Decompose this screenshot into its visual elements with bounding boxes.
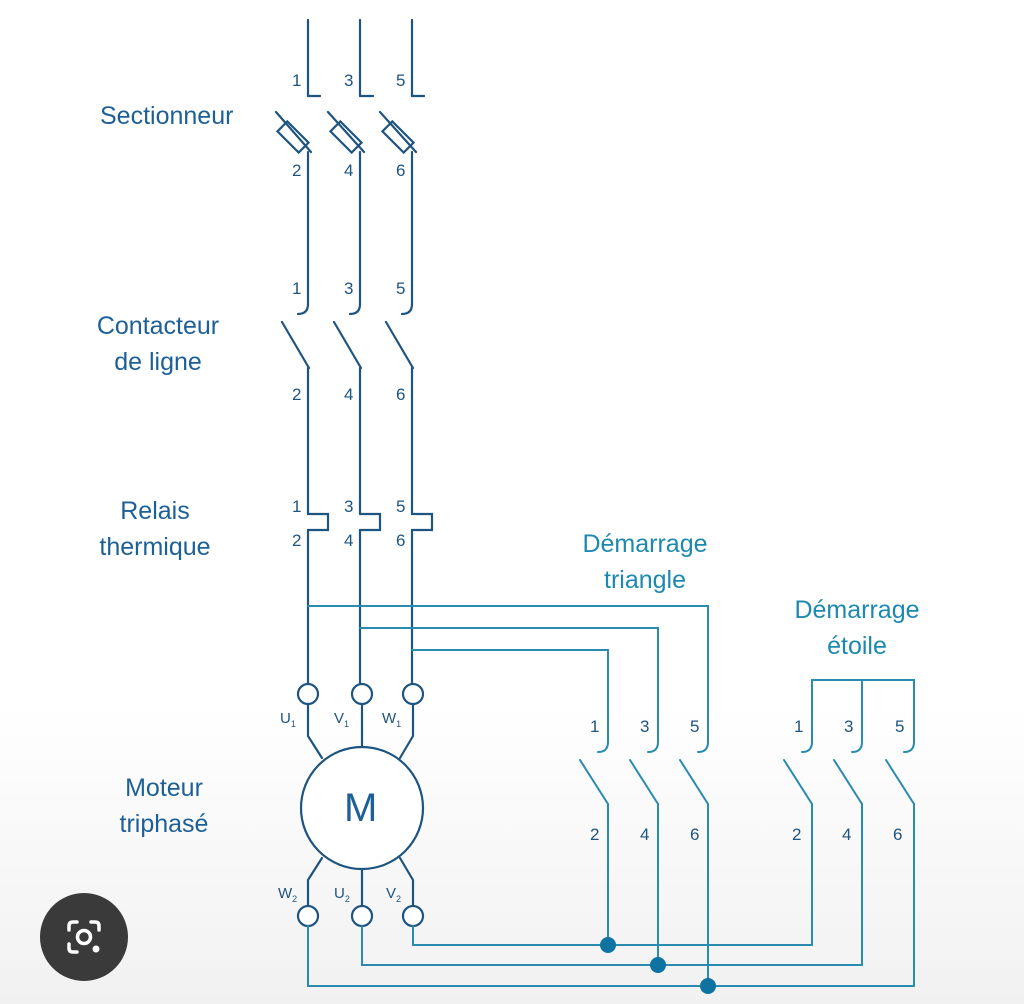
label-triangle-line2: triangle xyxy=(604,566,686,595)
label-relais: Relais thermique xyxy=(94,493,216,566)
tri-bottom-4: 4 xyxy=(640,825,650,844)
sect-top-1: 1 xyxy=(292,71,302,90)
sect-bottom-4: 4 xyxy=(344,161,354,180)
tri-top-1: 1 xyxy=(590,717,600,736)
label-moteur-line1: Moteur xyxy=(125,774,203,802)
cont-bottom-6: 6 xyxy=(396,385,406,404)
label-contacteur: Contacteur de ligne xyxy=(94,308,222,381)
star-bottom-6: 6 xyxy=(893,825,903,844)
junction-dot xyxy=(700,978,716,994)
star-top-5: 5 xyxy=(895,717,905,736)
star-top-3: 3 xyxy=(844,717,854,736)
sect-bottom-2: 2 xyxy=(292,161,302,180)
tri-top-5: 5 xyxy=(690,717,700,736)
label-sectionneur: Sectionneur xyxy=(100,102,234,130)
terminal-w2: W2 xyxy=(278,885,298,904)
sect-top-5: 5 xyxy=(396,71,406,90)
cont-top-3: 3 xyxy=(344,279,354,298)
cont-bottom-2: 2 xyxy=(292,385,302,404)
junction-dots xyxy=(600,937,716,994)
relay-top-3: 3 xyxy=(344,497,354,516)
lens-camera-icon xyxy=(67,920,101,954)
label-relais-line1: Relais xyxy=(120,497,190,525)
relay-bottom-4: 4 xyxy=(344,531,354,550)
terminal-u1: U1 xyxy=(280,710,296,729)
sect-top-3: 3 xyxy=(344,71,354,90)
cont-top-5: 5 xyxy=(396,279,406,298)
tri-bottom-6: 6 xyxy=(690,825,700,844)
terminal-v1: V1 xyxy=(334,710,350,729)
label-etoile-line2: étoile xyxy=(827,632,887,661)
tri-top-3: 3 xyxy=(640,717,650,736)
lens-search-button[interactable] xyxy=(40,893,128,981)
label-triangle-line1: Démarrage xyxy=(582,530,708,558)
label-contacteur-line1: Contacteur xyxy=(96,312,220,340)
star-bottom-4: 4 xyxy=(842,825,852,844)
label-moteur-line2: triphasé xyxy=(119,810,209,839)
relay-top-5: 5 xyxy=(396,497,406,516)
label-contacteur-line2: de ligne xyxy=(114,348,202,377)
star-top-1: 1 xyxy=(794,717,804,736)
label-demarrage-etoile: Démarrage étoile xyxy=(786,592,928,665)
junction-dot xyxy=(650,957,666,973)
cont-top-1: 1 xyxy=(292,279,302,298)
junction-dot xyxy=(600,937,616,953)
terminal-v2: V2 xyxy=(386,885,402,904)
terminal-w1: W1 xyxy=(382,710,402,729)
relay-top-1: 1 xyxy=(292,497,302,516)
fuse-3 xyxy=(326,110,366,155)
label-moteur: Moteur triphasé xyxy=(110,770,218,843)
star-bottom-2: 2 xyxy=(792,825,802,844)
terminal-u2: U2 xyxy=(334,885,350,904)
tri-bottom-2: 2 xyxy=(590,825,600,844)
label-etoile-line1: Démarrage xyxy=(794,596,920,624)
fuse-1 xyxy=(274,110,313,155)
motor-letter: M xyxy=(344,786,378,830)
label-demarrage-triangle: Démarrage triangle xyxy=(574,526,716,599)
label-relais-line2: thermique xyxy=(99,533,211,562)
relay-bottom-6: 6 xyxy=(396,531,406,550)
sect-bottom-6: 6 xyxy=(396,161,406,180)
fuse-5 xyxy=(378,110,418,155)
cont-bottom-4: 4 xyxy=(344,385,354,404)
main-phase-lines xyxy=(274,18,434,928)
relay-bottom-2: 2 xyxy=(292,531,302,550)
